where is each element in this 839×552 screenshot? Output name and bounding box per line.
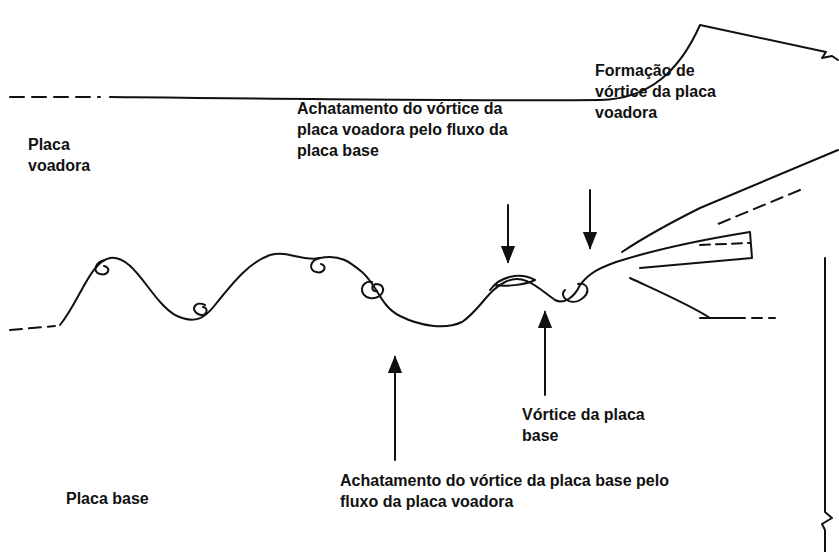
callout-label: Achatamento do vórtice da placa voadora … bbox=[297, 98, 512, 161]
metal-jet bbox=[616, 232, 752, 268]
flattened-vortex bbox=[490, 276, 535, 290]
wavy-interface bbox=[60, 254, 616, 326]
flyer-plate-lower-surface bbox=[622, 150, 838, 252]
callout-label: Vórtice da placa base bbox=[522, 404, 662, 446]
vortex bbox=[194, 304, 207, 315]
base-vortex bbox=[563, 284, 587, 302]
vortex bbox=[311, 258, 325, 272]
leader-arrow bbox=[589, 190, 591, 248]
callout-label: Placa voadora bbox=[28, 134, 108, 176]
vortex bbox=[362, 282, 383, 298]
base-plate-top-dashed bbox=[752, 317, 775, 319]
callout-label: Formação de vórtice da placa voadora bbox=[595, 60, 735, 123]
jet-centerline bbox=[700, 243, 750, 245]
interface-dashed bbox=[10, 326, 55, 330]
leader-arrow bbox=[394, 357, 396, 460]
leader-arrow bbox=[544, 312, 546, 395]
jet-lower bbox=[630, 278, 710, 318]
flyer-plate-edge bbox=[10, 96, 100, 98]
callout-label: Achatamento do vórtice da placa base pel… bbox=[340, 470, 670, 512]
callout-label: Placa base bbox=[66, 488, 186, 509]
flyer-plate-outline bbox=[110, 25, 838, 100]
flyer-plate-centerline bbox=[718, 190, 800, 224]
base-plate-top bbox=[700, 317, 745, 319]
base-plate-edge bbox=[822, 258, 832, 552]
leader-arrow bbox=[507, 205, 509, 262]
vortex bbox=[95, 260, 108, 274]
